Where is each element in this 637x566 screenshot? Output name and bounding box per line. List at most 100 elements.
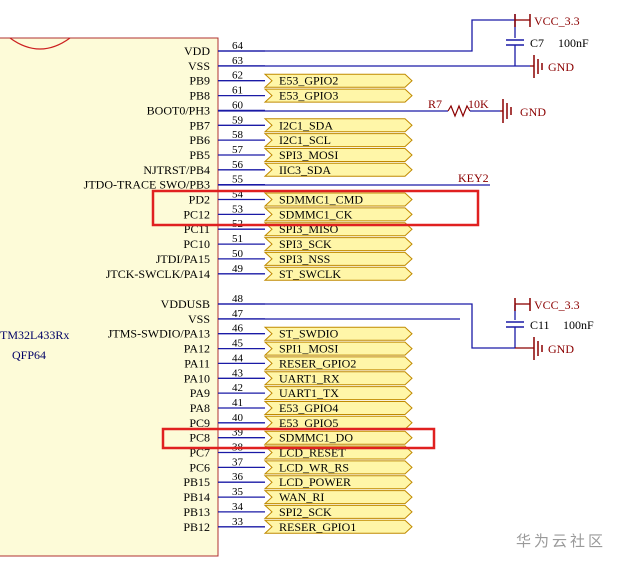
net-label-box bbox=[263, 460, 413, 475]
net-label-box bbox=[263, 371, 413, 386]
net-label-box bbox=[263, 237, 413, 252]
vddusb-wire bbox=[218, 303, 515, 349]
net-label: E53_GPIO4 bbox=[279, 401, 338, 415]
cap1-label: C7 bbox=[530, 36, 544, 50]
power-layer: VCC_3.3 C7 100nF GND R7 10K GND KEY2 bbox=[218, 14, 594, 360]
pin-name: PB9 bbox=[189, 74, 210, 88]
pin-name: PC12 bbox=[183, 207, 210, 221]
pin-row: PC6 37 LCD_WR_RS bbox=[189, 456, 413, 475]
chip-pin1-arc bbox=[9, 37, 71, 50]
pin-number: 40 bbox=[232, 412, 244, 424]
net-label-box bbox=[263, 386, 413, 401]
net-label-box bbox=[263, 251, 413, 266]
net-label-box bbox=[263, 148, 413, 162]
pin-name: PC9 bbox=[189, 416, 210, 430]
net-label: I2C1_SCL bbox=[279, 133, 331, 147]
pin-number: 49 bbox=[232, 263, 244, 275]
r7-label: R7 bbox=[428, 97, 442, 111]
net-label: SDMMC1_CMD bbox=[279, 193, 363, 207]
pin-number: 37 bbox=[232, 456, 244, 468]
gnd2-label: GND bbox=[548, 342, 574, 356]
net-label: LCD_WR_RS bbox=[279, 460, 349, 474]
pin-number: 56 bbox=[232, 159, 244, 171]
pin-name: PA10 bbox=[184, 371, 210, 385]
net-label-box bbox=[263, 341, 413, 356]
pin-number: 58 bbox=[232, 129, 244, 141]
pin-name: PB14 bbox=[183, 490, 210, 504]
r7-value: 10K bbox=[468, 97, 489, 111]
pin-name: PB13 bbox=[183, 505, 210, 519]
pin-name: VDD bbox=[184, 44, 210, 58]
pin-name: PC8 bbox=[189, 431, 210, 445]
highlight-sdmmc-d0 bbox=[161, 427, 436, 450]
pin-number: 47 bbox=[232, 308, 244, 320]
pin-name: VSS bbox=[188, 312, 210, 326]
net-label-box bbox=[263, 207, 413, 222]
pin-number: 39 bbox=[232, 427, 244, 439]
pin-number: 57 bbox=[232, 144, 244, 156]
key2-label: KEY2 bbox=[458, 171, 489, 185]
net-label: E53_GPIO3 bbox=[279, 89, 338, 103]
pin-number: 61 bbox=[232, 85, 243, 97]
pin-name: PB5 bbox=[189, 148, 210, 162]
net-label-box bbox=[263, 475, 413, 490]
net-label-box bbox=[263, 504, 413, 519]
pin-name: PA9 bbox=[190, 386, 210, 400]
pin-number: 55 bbox=[232, 174, 244, 186]
pin-name: PC6 bbox=[189, 460, 210, 474]
pin-name: PA8 bbox=[190, 401, 210, 415]
net-label-box bbox=[263, 162, 413, 177]
pin-number: 50 bbox=[232, 248, 244, 260]
pin-name: PB6 bbox=[189, 133, 210, 147]
net-label-box bbox=[263, 326, 413, 341]
chip-package: QFP64 bbox=[12, 348, 46, 362]
pin-name: JTCK-SWCLK/PA14 bbox=[106, 267, 210, 281]
pin-name: VDDUSB bbox=[161, 297, 210, 311]
pin-number: 45 bbox=[232, 338, 244, 350]
chip-body bbox=[0, 37, 219, 557]
net-label-box bbox=[263, 133, 413, 148]
pin-row: PB14 35 WAN_RI bbox=[183, 486, 413, 505]
gnd-boot-symbol bbox=[500, 99, 512, 123]
vdd-wire bbox=[218, 19, 515, 52]
net-label-box bbox=[263, 88, 413, 103]
watermark: 华为云社区 bbox=[516, 532, 606, 550]
net-label: WAN_RI bbox=[279, 490, 324, 504]
net-label-box bbox=[263, 401, 413, 415]
pin-name: PB12 bbox=[183, 520, 210, 534]
net-label: ST_SWDIO bbox=[279, 327, 339, 341]
vcc1-label: VCC_3.3 bbox=[534, 14, 580, 28]
pin-name: VSS bbox=[188, 59, 210, 73]
net-label: RESER_GPIO2 bbox=[279, 356, 356, 370]
pin-number: 53 bbox=[232, 203, 244, 215]
pin-number: 35 bbox=[232, 486, 244, 498]
pin-name: PB8 bbox=[189, 89, 210, 103]
r7-resistor bbox=[447, 104, 471, 118]
pin-number: 59 bbox=[232, 114, 244, 126]
cap2-label: C11 bbox=[530, 318, 550, 332]
net-label-box bbox=[263, 266, 413, 281]
net-label: E53_GPIO2 bbox=[279, 74, 338, 88]
net-label-box bbox=[263, 519, 413, 534]
net-label-box bbox=[263, 430, 413, 445]
net-label: SPI1_MOSI bbox=[279, 342, 338, 356]
pin-number: 48 bbox=[232, 293, 244, 305]
net-label: SDMMC1_DO bbox=[279, 431, 353, 445]
net-label: SPI2_SCK bbox=[279, 505, 332, 519]
